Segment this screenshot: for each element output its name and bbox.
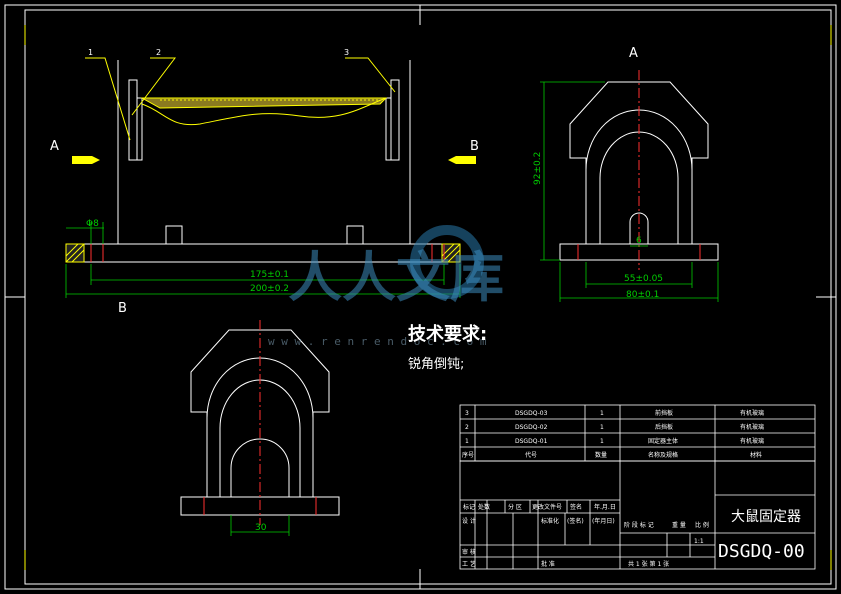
tb-standard: 标准化 [541,517,559,525]
tb-review: 审 核 [462,548,476,556]
tb-sign: (签名) [567,517,584,525]
view-label-b-right: B [470,139,479,154]
drawing-number: DSGDQ-00 [718,541,805,562]
dim-slot-6: 6 [636,236,642,246]
tb-label-change-doc: 更改文件号 [532,503,562,511]
tb-label-zone: 分 区 [508,503,522,511]
tb-weight: 重 量 [672,521,686,529]
bom-row2-qty: 1 [600,424,604,431]
tb-label-mark: 标记 [463,503,475,511]
rear-baffle [128,79,138,161]
bom-row3-no: 3 [465,410,469,417]
bom-header-qty: 数量 [595,451,607,459]
tb-scale: 比 例 [695,521,709,529]
title-block [459,460,816,570]
dim-200: 200±0.2 [250,284,289,294]
dim-55: 55±0.05 [624,274,663,284]
bom-row2-material: 有机玻璃 [740,423,764,431]
bom-row1-code: DSGDQ-01 [515,438,548,445]
sheet-frame-accent [24,25,832,570]
view-label-a-left: A [50,139,59,154]
balloon-3: 3 [344,48,349,57]
bom-row2-name: 后挡板 [655,423,673,431]
dim-80: 80±0.1 [626,290,659,300]
bom-header-name: 名称及规格 [648,451,678,459]
side-dimensions [540,81,719,302]
tb-scale-value: 1:1 [694,538,704,545]
view-label-a-right: A [629,46,638,61]
balloon-2: 2 [156,48,161,57]
front-view [65,57,461,263]
tech-requirements-title: 技术要求: [408,323,487,345]
view-b-dimensions [230,515,290,536]
balloon-1: 1 [88,48,93,57]
front-dimensions [65,222,461,298]
dim-92: 92±0.2 [533,152,543,185]
balloon-labels: 1 2 3 [88,48,349,57]
tb-sheets: 共 1 张 第 1 张 [628,560,669,568]
bom-row1-name: 固定器主体 [648,437,678,445]
watermark-logo: 人人文库 w w w . r e n r e n d o c . c o m [268,225,504,348]
bom-row1-material: 有机玻璃 [740,437,764,445]
tb-process: 工 艺 [462,560,476,568]
view-b [180,320,340,525]
bom-row1-qty: 1 [600,438,604,445]
tb-stage: 阶 段 标 记 [624,521,654,529]
bom-header-code: 代号 [525,451,537,459]
tb-approve: 批 准 [541,560,555,568]
tb-label-count: 处数 [478,503,490,511]
bom-row3-code: DSGDQ-03 [515,410,548,417]
tb-label-sign: 签名 [570,503,582,511]
bom-row3-name: 前挡板 [655,409,673,417]
dim-hole-diameter: Φ8 [86,219,99,229]
watermark-brand: 人人文库 [288,246,504,309]
tech-requirements-line1: 锐角倒钝; [408,357,464,372]
side-view [559,70,719,270]
view-arrows [72,156,476,164]
tb-design: 设 计 [462,517,476,525]
bom-row3-material: 有机玻璃 [740,409,764,417]
dim-30: 30 [255,523,267,533]
view-label-b-bottom: B [118,301,127,316]
bom-row3-qty: 1 [600,410,604,417]
sheet-frame [4,4,837,590]
bom-header-no: 序号 [462,451,474,459]
bom-row1-no: 1 [465,438,469,445]
tb-date: (年月日) [592,517,615,525]
watermark-url: w w w . r e n r e n d o c . c o m [268,335,487,348]
tb-label-date: 年.月.日 [594,503,616,511]
bom-row2-no: 2 [465,424,469,431]
dim-175: 175±0.1 [250,270,289,280]
bom-header-material: 材料 [750,451,762,459]
bom-row2-code: DSGDQ-02 [515,424,548,431]
drawing-title: 大鼠固定器 [731,509,801,525]
